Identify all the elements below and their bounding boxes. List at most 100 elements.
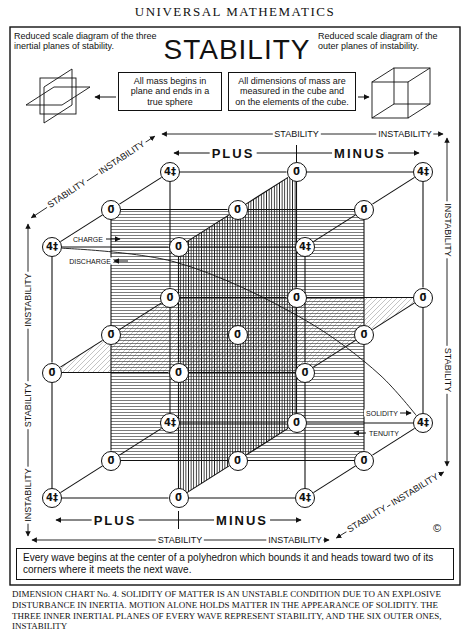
lattice-point-circle: 0̄ bbox=[169, 363, 189, 383]
plane-edge-line bbox=[178, 383, 179, 489]
plane-edge-line bbox=[304, 257, 305, 363]
lattice-point-circle: 0̄ bbox=[354, 200, 374, 220]
plane-edge-line bbox=[110, 345, 111, 451]
plane-edge-line bbox=[307, 422, 414, 423]
plane-edge-line bbox=[180, 422, 287, 423]
scale-divider bbox=[178, 511, 179, 529]
polarity-label: PLUS bbox=[210, 147, 257, 160]
lattice-point-circle: 0̄ bbox=[354, 325, 374, 345]
planes-miniature bbox=[26, 69, 90, 123]
plane-edge-line bbox=[307, 171, 414, 172]
node-text: 0̄ bbox=[361, 205, 368, 215]
node-text: All dimensions of mass are measured in t… bbox=[234, 76, 350, 107]
node-text: 0̄ bbox=[293, 293, 300, 303]
guide-arrow bbox=[447, 138, 448, 466]
flow-label: SOLIDITY bbox=[364, 410, 400, 417]
node-text: 0̄ bbox=[234, 205, 241, 215]
zone-label: STABILITY bbox=[443, 346, 452, 394]
plus-minus-scales bbox=[56, 145, 419, 529]
lattice-point-circle: 0̄ bbox=[413, 288, 433, 308]
plane-edge-line bbox=[313, 215, 355, 242]
plane-edge-line bbox=[121, 209, 228, 210]
lattice-point-circle: 0̄ bbox=[169, 488, 189, 508]
node-text: 0̄ bbox=[49, 368, 56, 378]
plane-edge-line bbox=[372, 303, 414, 330]
node-text: 4‡ bbox=[164, 167, 176, 177]
lattice-point-circle: 4‡ bbox=[295, 488, 315, 508]
plane-edge-line bbox=[169, 308, 170, 414]
node-text: 0̄ bbox=[108, 456, 115, 466]
charge-arrow bbox=[106, 239, 120, 240]
plane-edge-line bbox=[187, 215, 229, 242]
node-text: 4‡ bbox=[417, 418, 429, 428]
lattice-point-circle: 0̄ bbox=[228, 451, 248, 471]
lattice-point-circle: 4‡ bbox=[295, 237, 315, 257]
plane-edge-line bbox=[248, 460, 355, 461]
guide-arrow bbox=[31, 136, 154, 218]
copyright-mark: © bbox=[433, 523, 441, 534]
node-text: 0̄ bbox=[108, 205, 115, 215]
stability-guides bbox=[28, 134, 447, 540]
plane-edge-line bbox=[296, 182, 297, 288]
lattice-point-circle: 0̄ bbox=[295, 363, 315, 383]
plane-edge-line bbox=[187, 466, 229, 493]
node-text: 0̄ bbox=[234, 330, 241, 340]
lattice-point-circle: 0̄ bbox=[101, 451, 121, 471]
solidity-arrow bbox=[400, 413, 411, 414]
node-text: All mass begins in plane and ends in a t… bbox=[124, 76, 216, 107]
node-text: 4‡ bbox=[46, 242, 58, 252]
plane-edge-line bbox=[189, 246, 296, 247]
pointer-arrow bbox=[95, 97, 116, 98]
polarity-label: MINUS bbox=[332, 147, 388, 160]
node-text: 0̄ bbox=[175, 368, 182, 378]
scale-divider bbox=[296, 145, 297, 162]
plane-edge-line bbox=[121, 460, 228, 461]
plane-edge-line bbox=[304, 383, 305, 489]
plane-edge-line bbox=[60, 466, 102, 493]
zone-label: INSTABILITY bbox=[24, 466, 33, 523]
plane-edge-line bbox=[180, 297, 287, 298]
lattice-point-circle: 0̄ bbox=[101, 325, 121, 345]
plane-edge-line bbox=[62, 246, 169, 247]
plane-edge-line bbox=[296, 308, 297, 414]
zone-label: INSTABILITY bbox=[95, 139, 148, 178]
zone-label: INSTABILITY bbox=[376, 130, 433, 139]
plane-edge-line bbox=[178, 257, 179, 363]
plane-edge-line bbox=[248, 209, 355, 210]
figure-note: Reduced scale diagram of the three inert… bbox=[14, 31, 162, 51]
flow-label: CHARGE bbox=[71, 236, 105, 243]
zone-label: INSTABILITY bbox=[24, 271, 33, 328]
plane-edge-line bbox=[51, 383, 52, 489]
plane-edge-line bbox=[246, 428, 288, 455]
lattice-point-circle: 4‡ bbox=[160, 162, 180, 182]
zone-label: STABILITY bbox=[156, 536, 204, 545]
cube-edge bbox=[408, 68, 430, 82]
note-band: Every wave begins at the center of a pol… bbox=[16, 548, 454, 580]
lattice-point-circle: 0̄ bbox=[160, 288, 180, 308]
polarity-label: MINUS bbox=[214, 514, 270, 527]
node-text: 4‡ bbox=[299, 242, 311, 252]
cube-face bbox=[372, 82, 408, 118]
zone-label: INSTABILITY bbox=[388, 471, 442, 509]
plane-edge-line bbox=[119, 428, 161, 455]
plane-edge-line bbox=[246, 177, 288, 204]
flow-label: DISCHARGE bbox=[67, 258, 113, 265]
lattice-point-circle: 4‡ bbox=[42, 488, 62, 508]
node-text: 4‡ bbox=[164, 418, 176, 428]
zone-label: STABILITY bbox=[344, 502, 390, 535]
pointer-arrow bbox=[358, 97, 369, 98]
node-text: 0̄ bbox=[420, 293, 427, 303]
polarity-label: PLUS bbox=[92, 514, 139, 527]
lattice-point-circle: 4‡ bbox=[413, 413, 433, 433]
zone-label: INSTABILITY bbox=[266, 536, 323, 545]
zone-label: STABILITY bbox=[272, 130, 320, 139]
lattice-point-circle: 0̄ bbox=[228, 325, 248, 345]
chart-frame bbox=[10, 27, 460, 585]
plane-edge-line bbox=[189, 497, 296, 498]
node-text: 0̄ bbox=[175, 493, 182, 503]
node-text: 0̄ bbox=[167, 293, 174, 303]
lattice-point-circle: 0̄ bbox=[287, 413, 307, 433]
lattice-point-circle: 0̄ bbox=[228, 200, 248, 220]
plane-edge-line bbox=[313, 340, 355, 367]
plane-edge-line bbox=[60, 340, 102, 367]
